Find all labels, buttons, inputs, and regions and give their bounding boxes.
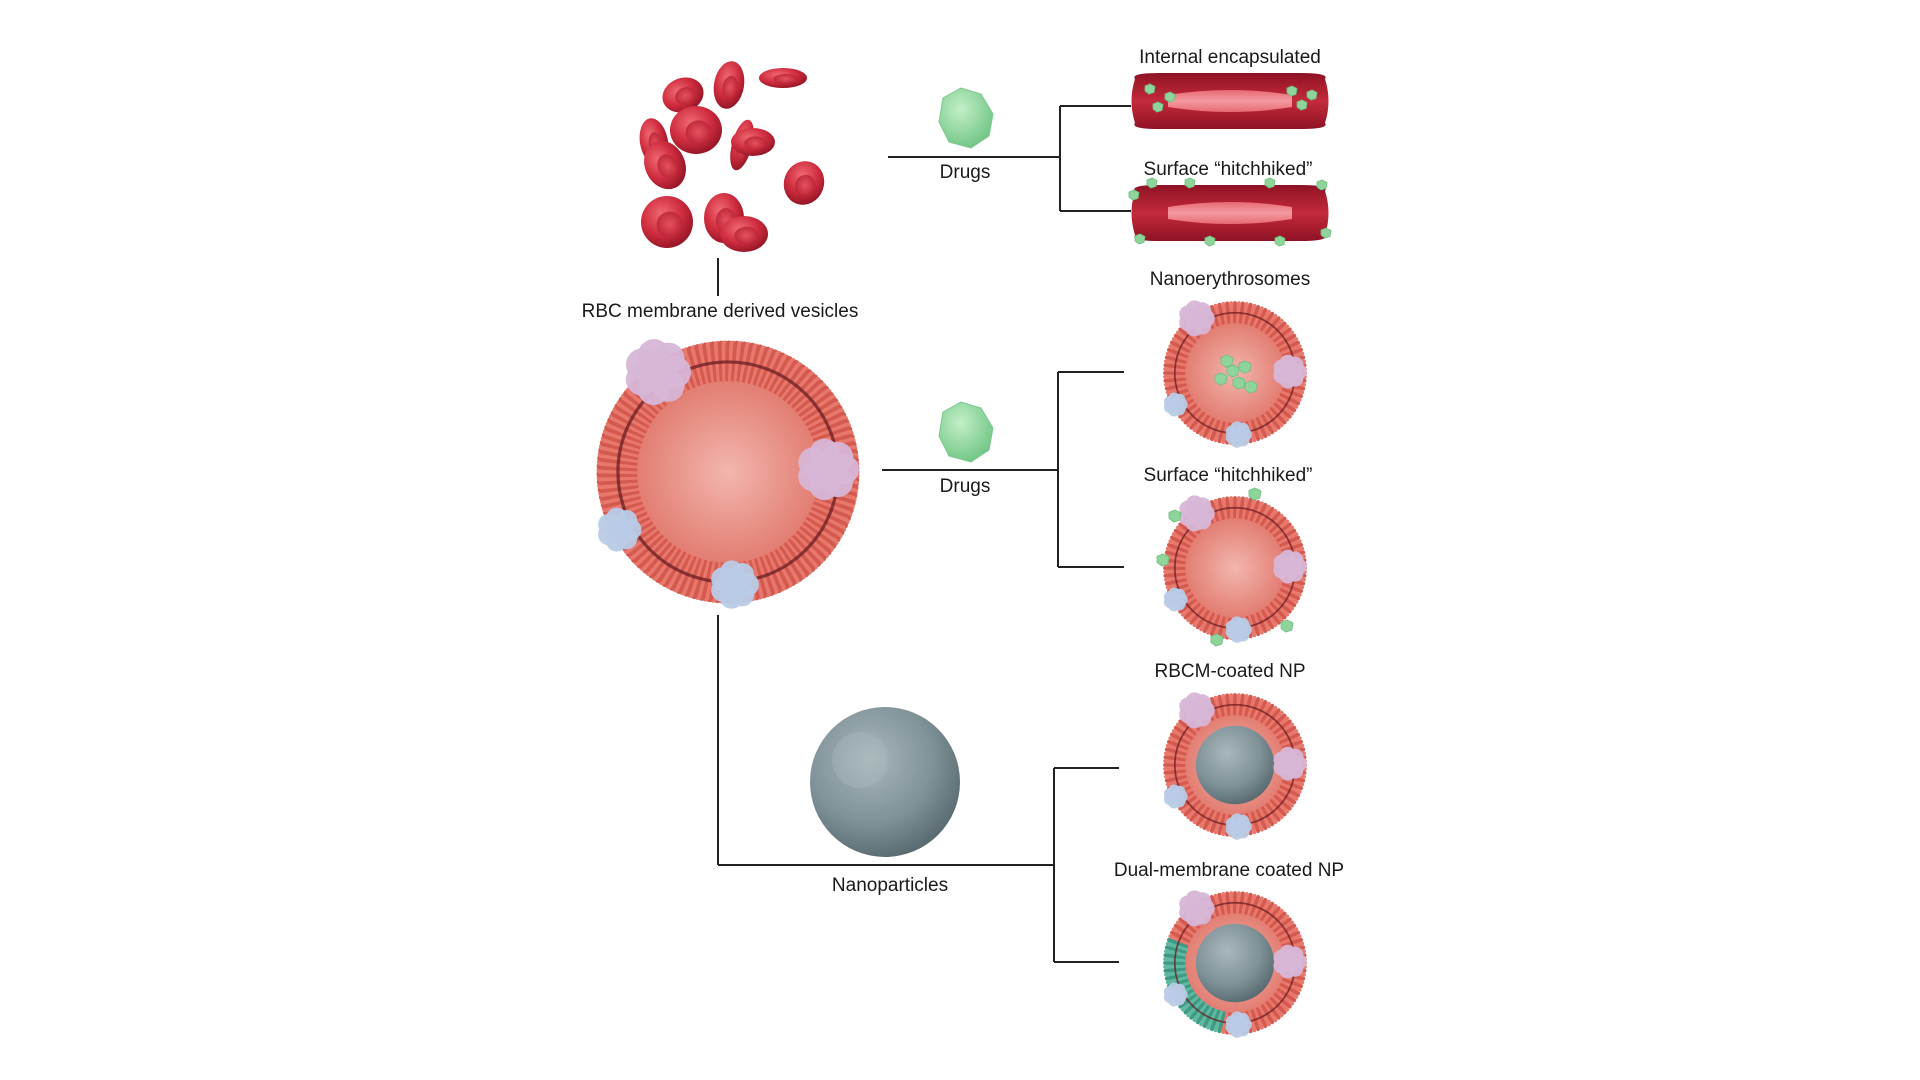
rbc-surface-hitchhiked — [1128, 177, 1332, 247]
red-blood-cell — [731, 128, 775, 156]
red-blood-cell — [713, 61, 745, 109]
red-blood-cell-cluster — [639, 61, 825, 252]
red-blood-cell — [783, 161, 825, 205]
rbc-vesicles-label: RBC membrane derived vesicles — [581, 301, 859, 322]
red-blood-cell — [644, 140, 686, 190]
red-blood-cell — [670, 106, 722, 154]
drugs-middle-label: Drugs — [939, 476, 991, 497]
dual-membrane-coated-np-vesicle — [1163, 890, 1307, 1038]
red-blood-cell — [759, 68, 807, 88]
connector-lines — [717, 105, 1131, 963]
drug-icon-top — [938, 87, 994, 149]
nanoerythrosome-vesicle — [1163, 300, 1307, 448]
nanoparticles-label: Nanoparticles — [831, 875, 949, 896]
rbcm-coated-np-vesicle — [1163, 692, 1307, 840]
drug-icon-middle — [938, 401, 994, 463]
surface-hitchhiked-vesicle — [1156, 487, 1307, 647]
nanoparticle-sphere — [810, 707, 960, 857]
surface-hitchhiked-rbc-label: Surface “hitchhiked” — [1143, 159, 1313, 180]
nanoerythrosomes-label: Nanoerythrosomes — [1149, 269, 1311, 290]
rbcm-coated-np-label: RBCM-coated NP — [1154, 661, 1306, 682]
rbc-internal-encapsulated — [1131, 73, 1329, 129]
red-blood-cell — [720, 216, 768, 252]
drugs-top-label: Drugs — [939, 162, 991, 183]
dual-membrane-coated-np-label: Dual-membrane coated NP — [1113, 860, 1345, 881]
red-blood-cell — [641, 196, 693, 248]
surface-hitchhiked-vesicle-label: Surface “hitchhiked” — [1143, 465, 1313, 486]
red-blood-cell — [662, 77, 704, 113]
internal-encapsulated-label: Internal encapsulated — [1139, 47, 1321, 68]
rbc-membrane-vesicle — [596, 339, 860, 609]
